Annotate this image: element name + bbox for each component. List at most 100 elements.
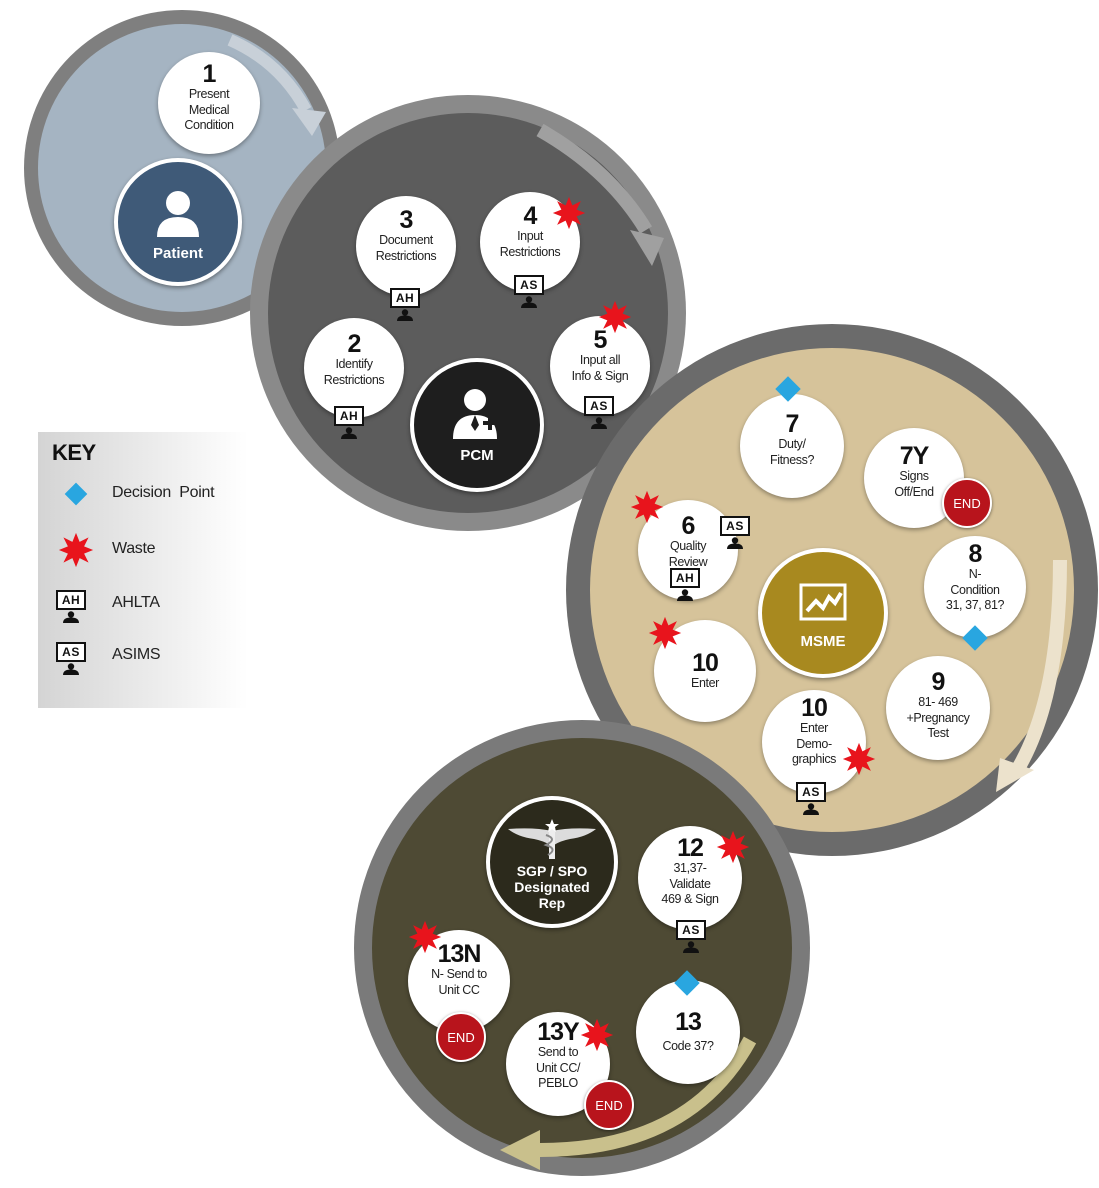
step-number: 4 (523, 202, 538, 230)
asims-system-icon: AS (584, 396, 614, 430)
end-terminator: END (436, 1012, 486, 1062)
step-number: 9 (931, 668, 946, 696)
step-2-node: 2 Identify Restrictions (304, 318, 404, 418)
sgp-hub-label-3: Rep (538, 895, 566, 912)
step-label: Quality (669, 539, 707, 553)
waste-icon (408, 920, 442, 954)
step-3-node: 3 Document Restrictions (356, 196, 456, 296)
step-number: 5 (593, 326, 608, 354)
step-label: Present (188, 87, 230, 101)
step-number: 10 (692, 648, 719, 677)
sgp-hub: SGP / SPO Designated Rep (486, 796, 618, 928)
waste-icon (580, 1018, 614, 1052)
pcm-hub-label: PCM (460, 446, 494, 464)
waste-icon (842, 742, 876, 776)
step-label: PEBLO (538, 1076, 578, 1091)
asims-system-icon: AS (796, 782, 826, 816)
step-label: Send to (537, 1045, 579, 1059)
arrow-patient-to-pcm (227, 34, 312, 113)
arrow-sgp-loop (539, 1036, 757, 1157)
step-label: 31,37- (673, 861, 707, 875)
user-icon (157, 190, 199, 237)
winged-caduceus-icon (508, 818, 596, 859)
waste-icon (630, 490, 664, 524)
step-label: graphics (791, 752, 837, 767)
waste-icon (648, 616, 682, 650)
step-label: Input (517, 229, 543, 243)
legend-ahlta-label: AHLTA (112, 594, 160, 611)
step-number: 13N (437, 940, 482, 968)
step-label: Review (668, 554, 708, 569)
step-label: Input all (579, 353, 621, 367)
step-label: Condition (184, 118, 234, 133)
step-label: Fitness? (769, 452, 815, 467)
step-label: Unit CC/ (535, 1060, 581, 1075)
step-number: 12 (677, 834, 704, 862)
step-label: Signs (899, 469, 929, 483)
step-label: Unit CC (438, 982, 480, 997)
step-number: 2 (347, 330, 362, 358)
step-1-node: 1 Present Medical Condition (158, 52, 260, 154)
legend: KEY Decision Point Waste AH AHLTA AS ASI… (38, 432, 248, 708)
end-terminator: END (584, 1080, 634, 1130)
step-label: Condition (950, 582, 1000, 597)
step-label: Enter (691, 675, 719, 690)
legend-decision-label: Decision Point (112, 484, 215, 501)
chart-monitor-icon (799, 583, 847, 620)
arrow-msme-to-sgp (1010, 559, 1067, 776)
ahlta-system-icon: AH (334, 406, 364, 440)
waste-icon (598, 300, 632, 334)
sgp-hub-label-1: SGP / SPO (516, 862, 588, 879)
step-label: Restrictions (375, 248, 437, 263)
step-number: 3 (399, 206, 414, 234)
step-label: 81- 469 (918, 695, 958, 709)
waste-icon (716, 830, 750, 864)
asims-system-icon: AS (676, 920, 706, 954)
step-label: Document (379, 233, 433, 247)
step-label: Enter (800, 721, 828, 735)
legend-title: KEY (52, 440, 96, 465)
step-number: 10 (801, 694, 828, 722)
step-label: N- (968, 567, 982, 581)
step-number: 13 (675, 1007, 702, 1036)
end-terminator: END (942, 478, 992, 528)
step-number: 1 (202, 60, 217, 88)
step-10-content: 10 Enter Demo- graphics (762, 696, 866, 768)
step-label: Test (927, 726, 949, 741)
doctor-icon (453, 388, 497, 439)
step-9-node: 9 81- 469 +Pregnancy Test (886, 656, 990, 760)
step-number: 13Y (537, 1018, 579, 1046)
step-label: Restrictions (499, 244, 561, 259)
ahlta-system-icon: AH (670, 568, 700, 602)
step-label: 31, 37, 81? (945, 598, 1005, 613)
legend-waste-label: Waste (112, 540, 156, 557)
waste-icon (552, 196, 586, 230)
msme-hub-label: MSME (800, 632, 846, 650)
ahlta-system-icon: AH (56, 590, 86, 624)
step-label: Validate (669, 876, 711, 891)
step-8-node: 8 N- Condition 31, 37, 81? (924, 536, 1026, 638)
step-label: 469 & Sign (661, 892, 719, 907)
step-13-node: 13 Code 37? (636, 980, 740, 1084)
waste-icon (58, 532, 94, 568)
step-label: N- Send to (431, 967, 487, 981)
msme-hub: MSME (758, 548, 888, 678)
step-label: Restrictions (323, 372, 385, 387)
step-label: Identify (335, 357, 373, 371)
step-number: 7Y (899, 442, 930, 470)
legend-asims-label: ASIMS (112, 646, 161, 663)
step-label: Medical (188, 102, 230, 117)
step-label: +Pregnancy (906, 710, 970, 725)
asims-system-icon: AS (720, 516, 750, 550)
step-number: 7 (785, 410, 800, 438)
sgp-hub-label-2: Designated (514, 878, 590, 895)
asims-system-icon: AS (514, 275, 544, 309)
arrow-pcm-to-msme (536, 123, 653, 234)
ahlta-system-icon: AH (390, 288, 420, 322)
step-label: Duty/ (778, 437, 806, 451)
step-number: 6 (681, 512, 696, 540)
step-label: Off/End (894, 484, 934, 499)
step-label: Demo- (796, 736, 832, 751)
step-7-node: 7 Duty/ Fitness? (740, 394, 844, 498)
patient-hub: Patient (114, 158, 242, 286)
